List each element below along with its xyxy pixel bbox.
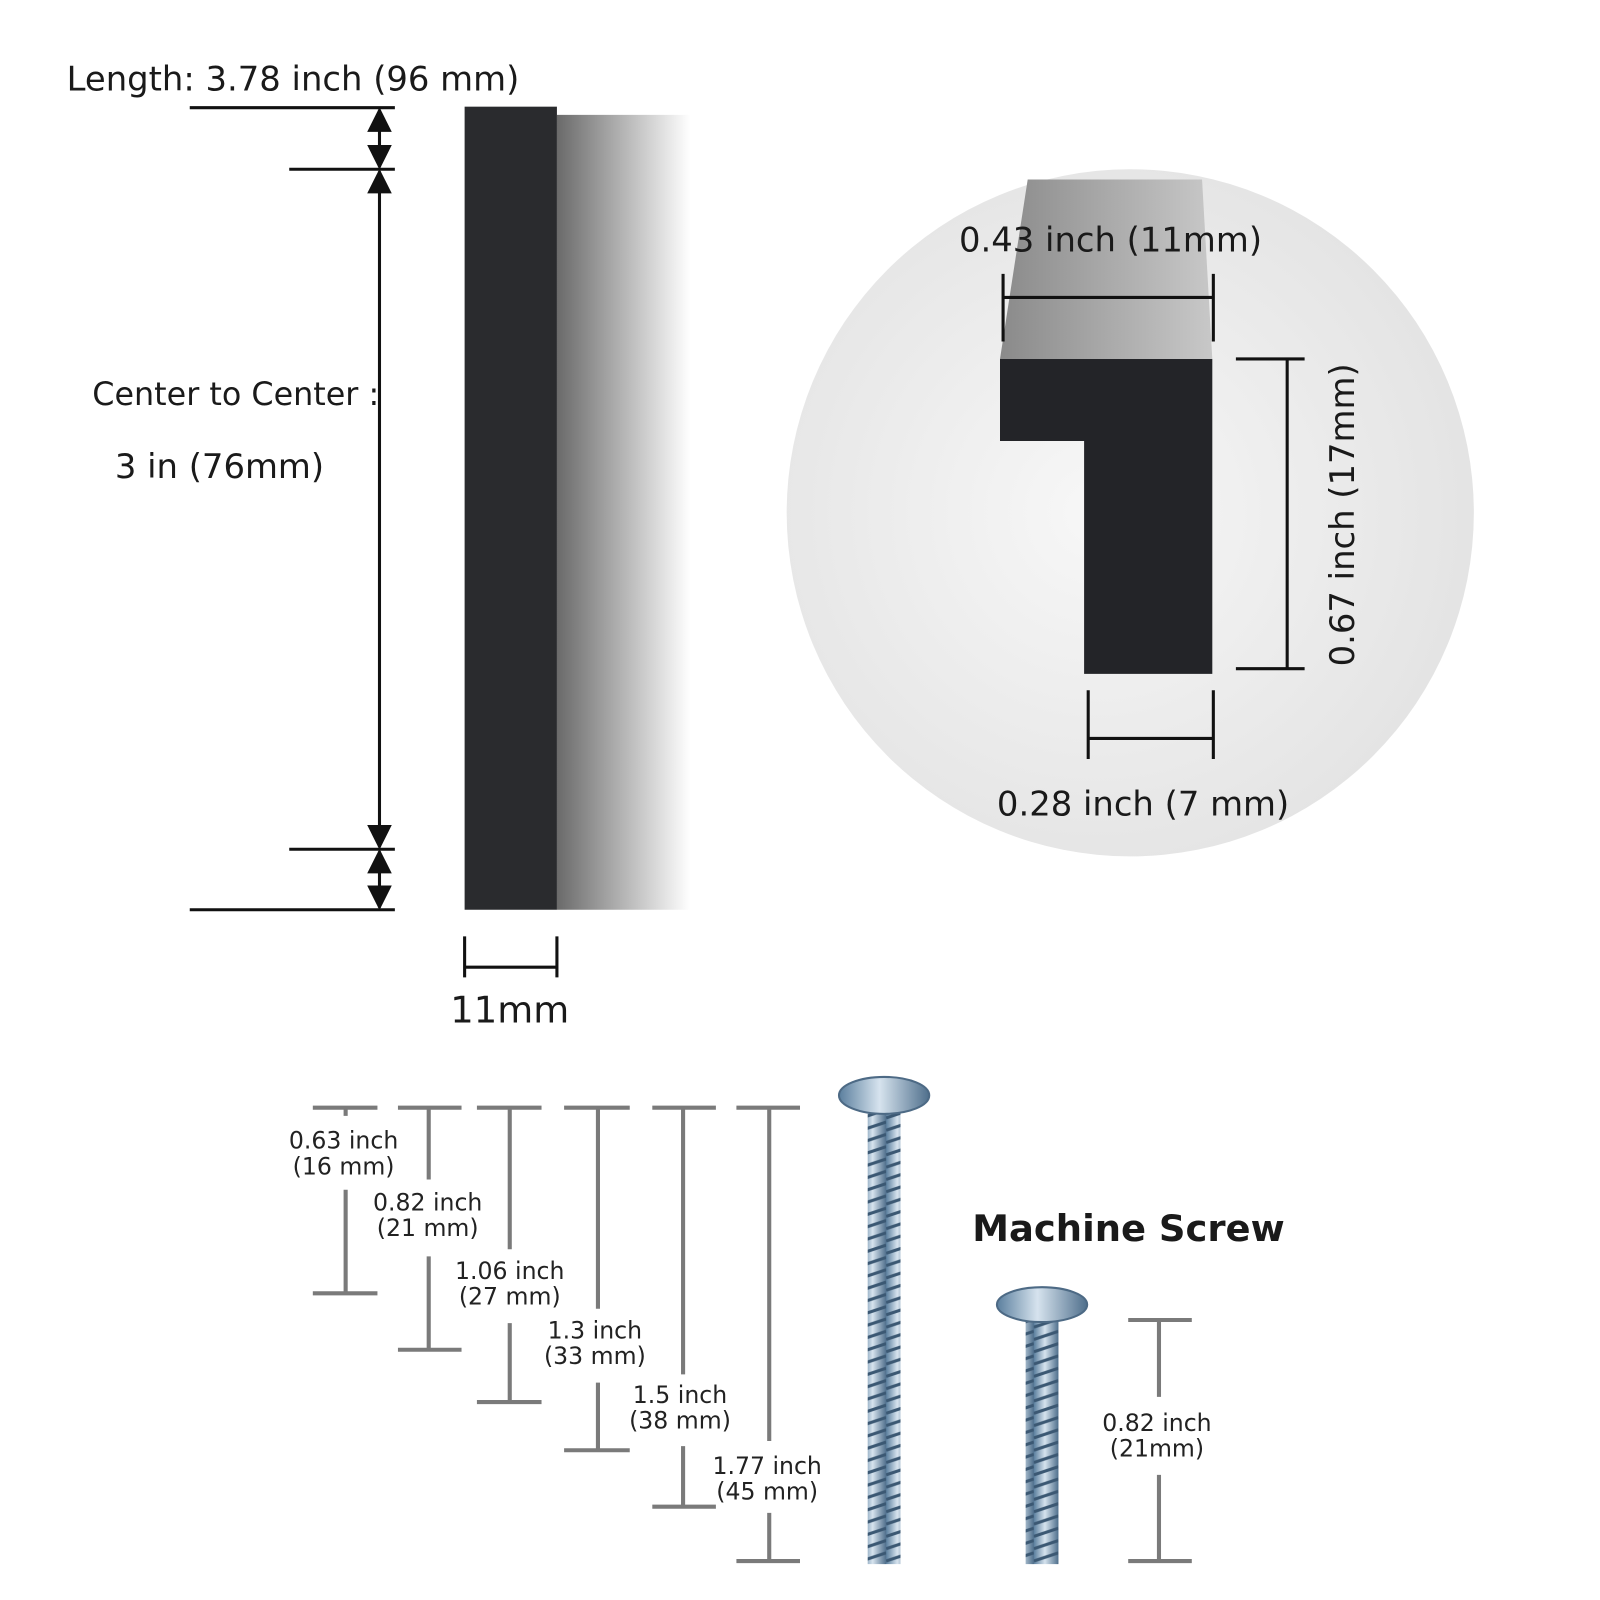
length-inch: 1.3 inch xyxy=(548,1316,642,1344)
width-dimension xyxy=(463,936,559,978)
length-mm: (38 mm) xyxy=(629,1407,731,1435)
profile-height-label: 0.67 inch (17mm) xyxy=(1323,363,1362,666)
short-screw-length: 0.82 inch (21mm) xyxy=(1102,1317,1212,1564)
length-mm: (33 mm) xyxy=(544,1342,646,1370)
length-inch: 0.63 inch xyxy=(289,1127,398,1155)
screw-lengths: 0.63 inch (16 mm) 0.82 inch (21 mm) 1.06… xyxy=(289,1105,822,1564)
length-inch: 0.82 inch xyxy=(373,1188,482,1216)
handle-profile xyxy=(1000,358,1213,674)
long-screw xyxy=(837,1075,931,1565)
profile-height-dimension xyxy=(1235,357,1305,671)
length-inch: 1.5 inch xyxy=(633,1381,727,1409)
screw-length-0: 0.63 inch (16 mm) xyxy=(289,1105,398,1296)
length-inch: 1.06 inch xyxy=(455,1257,564,1285)
lip-dimension xyxy=(1086,690,1215,759)
center-to-center-label: Center to Center : xyxy=(92,376,379,413)
short-length-inch: 0.82 inch xyxy=(1102,1409,1211,1437)
short-screw xyxy=(995,1286,1089,1565)
screw-length-5: 1.77 inch (45 mm) xyxy=(712,1105,822,1564)
length-mm: (21 mm) xyxy=(377,1214,479,1242)
screw-length-4: 1.5 inch (38 mm) xyxy=(629,1105,731,1509)
screw-length-1: 0.82 inch (21 mm) xyxy=(373,1105,482,1352)
short-length-mm: (21mm) xyxy=(1110,1434,1204,1462)
machine-screw-title: Machine Screw xyxy=(972,1207,1284,1250)
length-inch: 1.77 inch xyxy=(712,1452,821,1480)
length-label: Length: 3.78 inch (96 mm) xyxy=(67,59,520,98)
profile-width-dimension xyxy=(1001,273,1215,342)
length-mm: (45 mm) xyxy=(716,1477,818,1505)
profile-width-label: 0.43 inch (11mm) xyxy=(959,220,1262,259)
lip-label: 0.28 inch (7 mm) xyxy=(997,784,1289,823)
handle-bar xyxy=(464,106,557,910)
handle-shadow xyxy=(556,114,691,910)
length-mm: (16 mm) xyxy=(293,1152,395,1180)
profile-view: 0.43 inch (11mm) 0.67 inch (17mm) 0.28 i… xyxy=(786,169,1474,857)
width-label: 11mm xyxy=(450,989,569,1032)
screw-length-2: 1.06 inch (27 mm) xyxy=(455,1105,564,1405)
handle-front-view: Length: 3.78 inch (96 mm) Center to Cent… xyxy=(67,59,691,1032)
handle-top-face xyxy=(1000,179,1213,359)
screw-length-3: 1.3 inch (33 mm) xyxy=(544,1105,646,1453)
center-to-center-value: 3 in (76mm) xyxy=(115,447,324,486)
length-mm: (27 mm) xyxy=(459,1283,561,1311)
